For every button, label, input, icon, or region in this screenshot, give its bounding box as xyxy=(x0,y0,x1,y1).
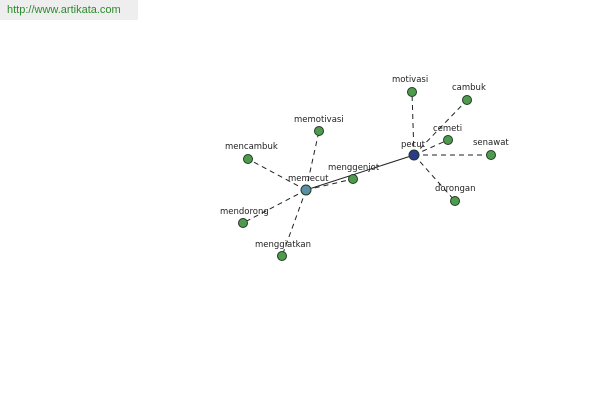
node-label-cambuk[interactable]: cambuk xyxy=(452,83,486,93)
node-label-menggenjot[interactable]: menggenjot xyxy=(328,163,380,173)
edge-pecut-cambuk xyxy=(413,99,468,156)
node-label-motivasi[interactable]: motivasi xyxy=(392,75,428,85)
node-cambuk[interactable] xyxy=(462,95,472,105)
edge-memecut-mencambuk xyxy=(247,158,307,191)
node-label-cemeti[interactable]: cemeti xyxy=(433,124,462,134)
edge-memecut-menggenjot xyxy=(305,178,354,191)
node-label-memecut[interactable]: memecut xyxy=(288,174,329,184)
node-label-memotivasi[interactable]: memotivasi xyxy=(294,115,344,125)
nodes-layer xyxy=(238,87,496,261)
node-mendorong[interactable] xyxy=(238,218,248,228)
edge-pecut-cemeti xyxy=(413,139,449,156)
node-label-menggiatkan[interactable]: menggiatkan xyxy=(255,240,311,250)
node-menggenjot[interactable] xyxy=(348,174,358,184)
node-pecut[interactable] xyxy=(408,149,420,161)
edges-layer xyxy=(242,91,491,257)
node-motivasi[interactable] xyxy=(407,87,417,97)
node-memotivasi[interactable] xyxy=(314,126,324,136)
node-label-pecut[interactable]: pecut xyxy=(401,140,426,150)
edge-memecut-memotivasi xyxy=(305,130,320,191)
node-mencambuk[interactable] xyxy=(243,154,253,164)
edge-memecut-menggiatkan xyxy=(281,189,307,257)
node-menggiatkan[interactable] xyxy=(277,251,287,261)
node-label-mendorong[interactable]: mendorong xyxy=(220,207,269,217)
edge-pecut-memecut xyxy=(305,154,415,191)
node-senawat[interactable] xyxy=(486,150,496,160)
edge-memecut-mendorong xyxy=(242,189,307,224)
node-label-mencambuk[interactable]: mencambuk xyxy=(225,142,278,152)
edge-pecut-dorongan xyxy=(413,154,456,202)
edge-pecut-motivasi xyxy=(411,91,415,156)
url-banner: http://www.artikata.com xyxy=(0,0,138,20)
node-memecut[interactable] xyxy=(300,184,312,196)
labels-layer: pecut memecut motivasi cambuk cemeti senawat d… xyxy=(220,75,509,250)
node-cemeti[interactable] xyxy=(443,135,453,145)
node-label-dorongan[interactable]: dorongan xyxy=(435,184,475,194)
node-dorongan[interactable] xyxy=(450,196,460,206)
artikata-link[interactable]: http://www.artikata.com xyxy=(7,4,121,16)
node-label-senawat[interactable]: senawat xyxy=(473,138,509,148)
